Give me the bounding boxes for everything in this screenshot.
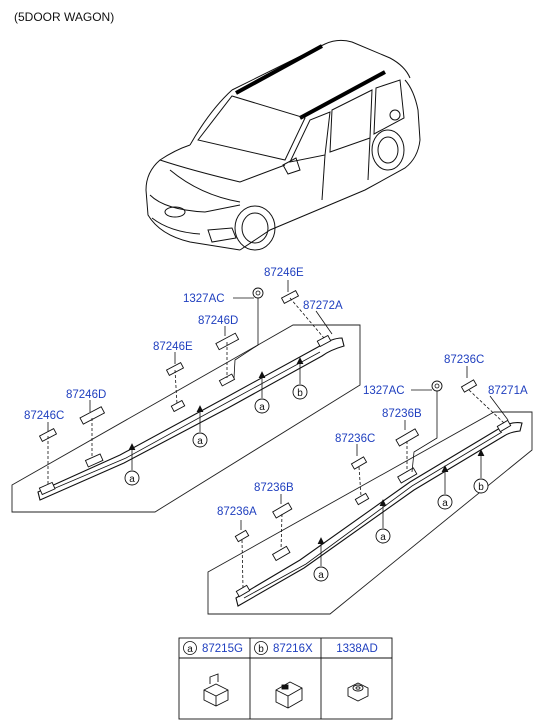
upper-letter-a-3: a: [259, 402, 265, 413]
callout-87246c[interactable]: 87246C: [24, 410, 64, 422]
lower-letter-a-2: a: [380, 532, 386, 543]
upper-letter-a-2: a: [197, 436, 203, 447]
legend-table: a 87215G b 87216X 1338AD: [178, 637, 393, 720]
nut-drawing: [347, 682, 369, 702]
callout-87236a[interactable]: 87236A: [217, 506, 257, 518]
car-illustration: [145, 39, 421, 251]
callout-87271a[interactable]: 87271A: [488, 385, 528, 397]
callout-87236b-upper[interactable]: 87236B: [382, 408, 422, 420]
upper-roof-rail-assembly: a a a b 87246E 1327AC 87272A 87246D 8724…: [11, 267, 361, 513]
legend-letter-b: b: [258, 644, 264, 655]
upper-letter-a-1: a: [129, 474, 135, 485]
callout-87272a[interactable]: 87272A: [303, 300, 343, 312]
callout-87236c-mid[interactable]: 87236C: [335, 433, 375, 445]
callout-1327ac-upper[interactable]: 1327AC: [183, 293, 225, 305]
legend-letter-a: a: [187, 644, 193, 655]
legend-part-87216x[interactable]: 87216X: [273, 643, 313, 655]
lower-letter-a-3: a: [442, 498, 448, 509]
callout-87246e-top[interactable]: 87246E: [264, 267, 304, 279]
clip-a-drawing: [203, 673, 229, 707]
callout-1327ac-lower[interactable]: 1327AC: [363, 385, 405, 397]
callout-87236b-lower[interactable]: 87236B: [254, 482, 294, 494]
clip-b-drawing: [275, 681, 303, 709]
legend-part-1338ad[interactable]: 1338AD: [336, 643, 378, 655]
lower-letter-a-1: a: [318, 570, 324, 581]
lower-roof-rail-assembly: a a a b 87236C 1327AC 87271A 87236B 8723…: [207, 354, 533, 615]
legend-part-87215g[interactable]: 87215G: [202, 643, 243, 655]
callout-87246d-upper[interactable]: 87246D: [198, 315, 238, 327]
callout-87246e-mid[interactable]: 87246E: [153, 341, 193, 353]
diagram-caption: (5DOOR WAGON): [14, 10, 115, 24]
lower-letter-b: b: [478, 482, 484, 493]
callout-87246d-lower[interactable]: 87246D: [66, 389, 106, 401]
upper-letter-b: b: [297, 388, 303, 399]
callout-87236c-top[interactable]: 87236C: [444, 354, 484, 366]
